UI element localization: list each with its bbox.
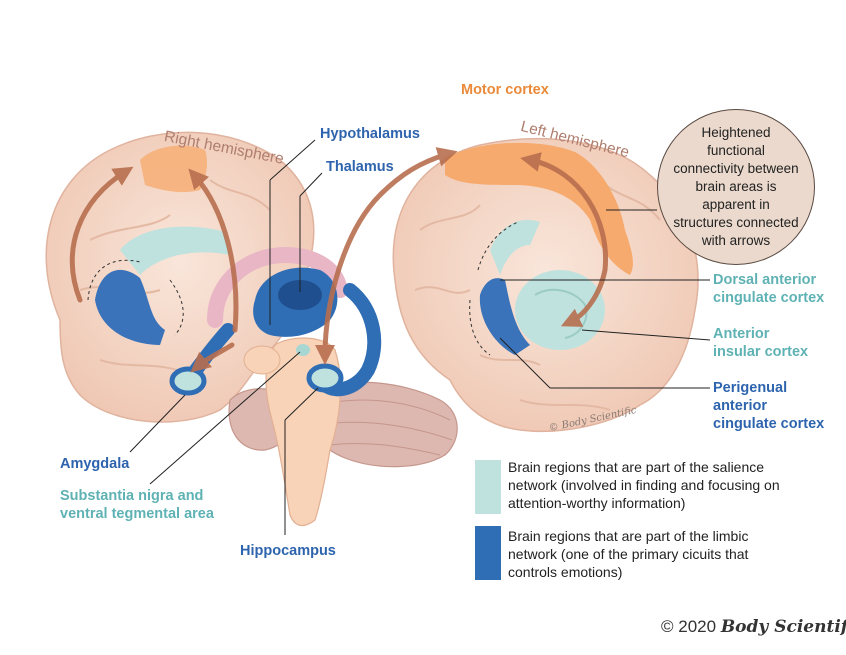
- legend-salience-line2: network (involved in finding and focusin…: [508, 477, 780, 493]
- label-perigenual-line2: anterior: [713, 398, 767, 414]
- legend-swatch-limbic: [475, 526, 501, 580]
- label-perigenual-line3: cingulate cortex: [713, 416, 825, 432]
- legend-text-salience: Brain regions that are part of the salie…: [508, 458, 828, 512]
- amygdala: [169, 366, 207, 396]
- leader-lines: [129, 139, 711, 535]
- right-perigenual-acc: [95, 269, 165, 345]
- right-dorsal-acc: [120, 226, 230, 275]
- label-hippocampus: Hippocampus: [240, 543, 336, 559]
- connectivity-callout: Heightened functional connectivity betwe…: [657, 109, 815, 265]
- label-dorsal-acc-line1: Dorsal anterior: [713, 272, 817, 288]
- label-hypothalamus: Hypothalamus: [320, 126, 420, 142]
- label-anterior-insular-line1: Anterior: [713, 326, 770, 342]
- legend-salience-line3: attention-worthy information): [508, 495, 686, 511]
- label-substantia-line1: Substantia nigra and: [60, 488, 204, 504]
- connectivity-arrows: [69, 147, 609, 373]
- left-motor-cortex: [445, 142, 633, 275]
- label-thalamus: Thalamus: [326, 159, 394, 175]
- label-substantia-line2: ventral tegmental area: [60, 506, 214, 522]
- label-anterior-insular-line2: insular cortex: [713, 344, 809, 360]
- legend-swatch-salience: [475, 460, 501, 514]
- label-amygdala: Amygdala: [60, 456, 130, 472]
- label-perigenual-line1: Perigenual: [713, 380, 788, 396]
- label-motor-cortex: Motor cortex: [461, 82, 549, 98]
- legend-limbic-line3: controls emotions): [508, 564, 623, 580]
- callout-text: Heightened functional connectivity betwe…: [673, 125, 799, 248]
- legend-limbic-line1: Brain regions that are part of the limbi…: [508, 528, 749, 544]
- label-dorsal-acc-line2: cingulate cortex: [713, 290, 825, 306]
- copyright: © 2020 Body Scientific: [661, 617, 846, 637]
- copyright-brand: Body Scientific: [720, 617, 846, 637]
- legend-text-limbic: Brain regions that are part of the limbi…: [508, 527, 828, 581]
- left-anterior-insular-cortex: [515, 270, 605, 350]
- legend-salience-line1: Brain regions that are part of the salie…: [508, 459, 765, 475]
- copyright-prefix: © 2020: [661, 617, 717, 636]
- left-hemisphere-brain: [392, 138, 699, 433]
- legend-limbic-line2: network (one of the primary cicuits that: [508, 546, 749, 562]
- left-perigenual-acc: [479, 278, 530, 355]
